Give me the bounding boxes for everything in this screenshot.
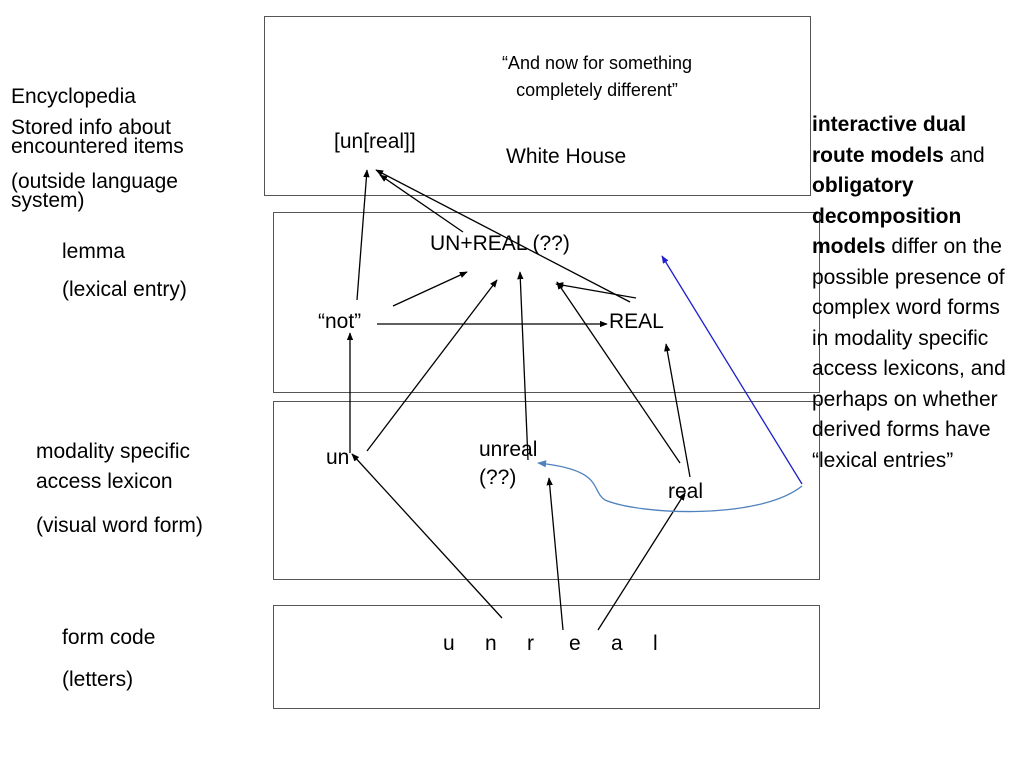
access-lexicon-box xyxy=(273,401,820,580)
lemma-title: lemma xyxy=(62,240,126,263)
side-text-1: and xyxy=(943,143,985,167)
encyclopedia-desc-2: (outside language system) xyxy=(11,170,178,212)
access-lexicon-title: modality specific access lexicon xyxy=(36,440,191,493)
form-code-title: form code xyxy=(62,626,156,649)
letter: e xyxy=(569,632,581,655)
unreal-lemma-node: UN+REAL (??) xyxy=(430,232,570,255)
form-code-box xyxy=(273,605,820,709)
unreal-access-node: unreal (??) xyxy=(479,438,538,489)
encyclopedia-title: Encyclopedia xyxy=(11,85,136,108)
real-access-node: real xyxy=(668,480,704,503)
side-text-2: differ on the possible presence of compl… xyxy=(812,235,1006,472)
letter: a xyxy=(611,632,623,655)
letter: u xyxy=(443,632,455,655)
encyclopedia-box xyxy=(264,16,811,196)
letter: r xyxy=(527,632,534,655)
quote-text: “And now for something completely differ… xyxy=(501,53,693,100)
un-node: un xyxy=(326,446,350,469)
side-bold-2: obligatory decomposition models xyxy=(812,174,962,258)
side-explanation: interactive dual route models and obliga… xyxy=(812,110,1017,476)
letter: l xyxy=(653,632,658,655)
access-lexicon-desc: (visual word form) xyxy=(36,514,203,537)
side-bold-1: interactive dual route models xyxy=(812,113,967,167)
bracket-node: [un[real]] xyxy=(334,130,416,153)
encyclopedia-desc-1: Stored info about encountered items xyxy=(11,116,184,158)
REAL-node: REAL xyxy=(609,310,664,333)
lemma-desc: (lexical entry) xyxy=(62,278,187,301)
not-node: “not” xyxy=(318,310,362,333)
white-house-node: White House xyxy=(506,145,627,168)
form-code-desc: (letters) xyxy=(62,668,134,691)
letter: n xyxy=(485,632,497,655)
